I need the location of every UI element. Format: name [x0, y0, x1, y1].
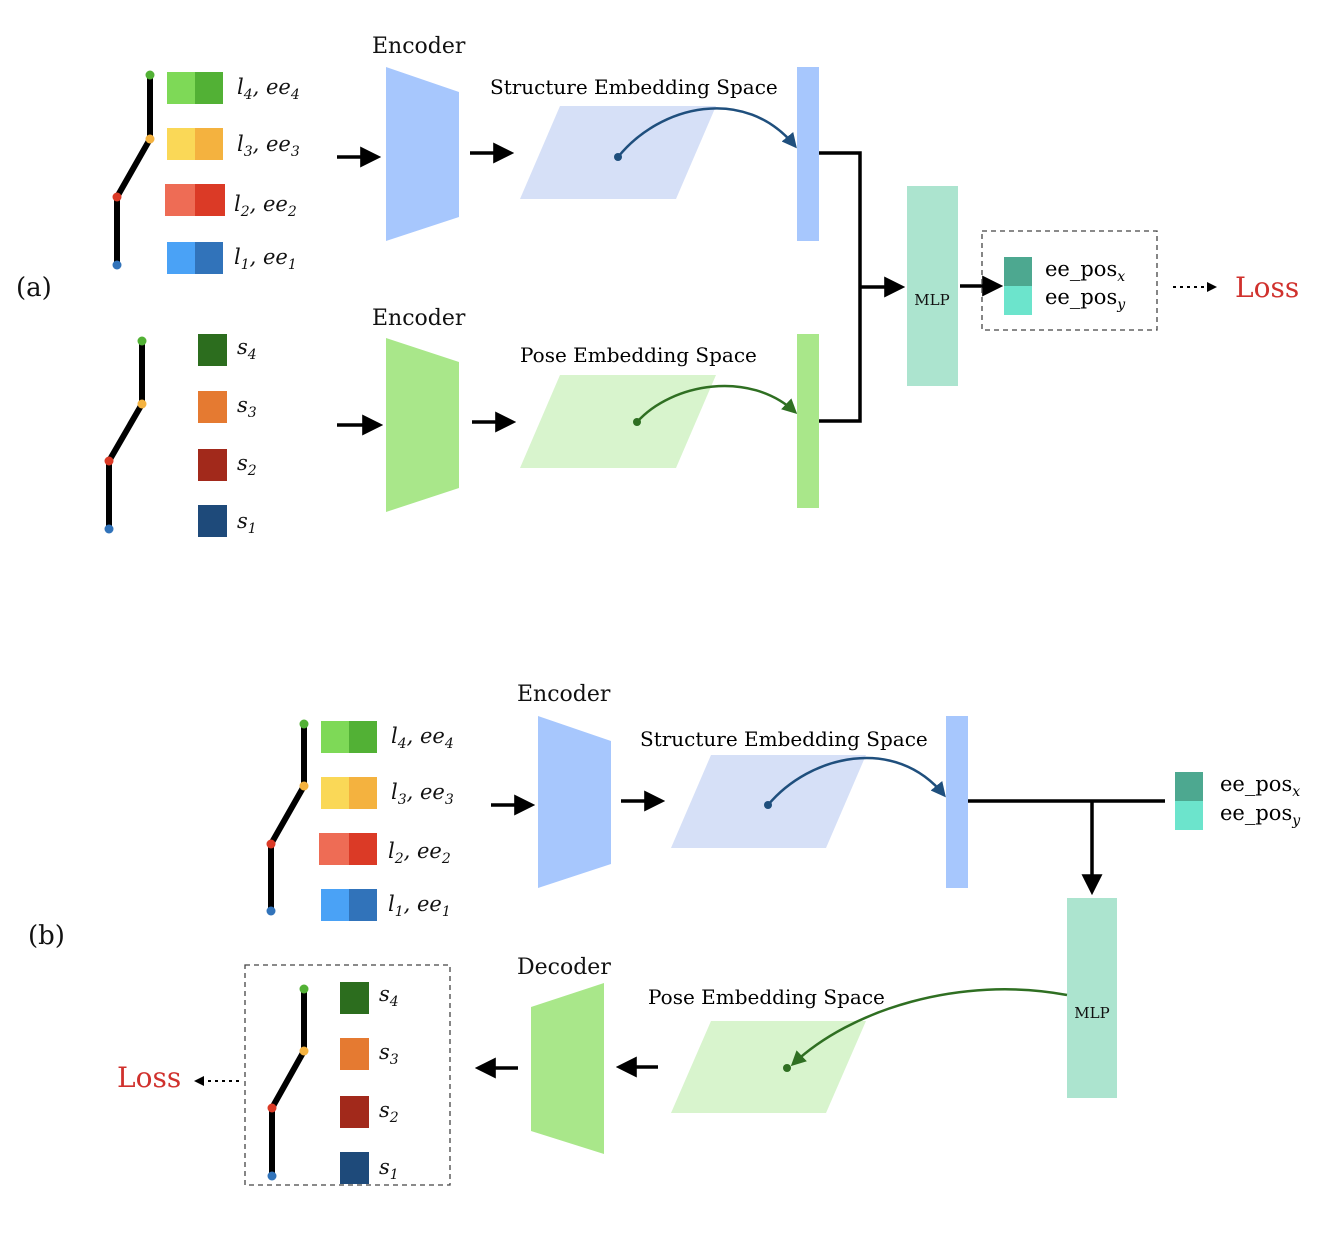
structure-space-label-b: Structure Embedding Space	[640, 727, 928, 751]
link-labels-b: l4, ee4 l3, ee3 l2, ee2 l1, ee1	[388, 724, 454, 920]
pose-embedding-space-a	[520, 375, 716, 468]
structure-embedding-vector-b	[946, 716, 968, 888]
pose-arc-a	[636, 384, 798, 423]
panel-a-tag: (a)	[16, 273, 52, 303]
svg-text:s1: s1	[379, 1155, 399, 1183]
pose-space-label-b: Pose Embedding Space	[648, 985, 885, 1009]
link-label-2: l2, ee2	[234, 192, 297, 220]
svg-text:l1, ee1: l1, ee1	[388, 892, 451, 920]
pose-embedding-space-b	[671, 1021, 866, 1113]
structure-embedding-vector-a	[797, 67, 819, 241]
svg-text:l4, ee4: l4, ee4	[391, 724, 454, 752]
ee-pos-x-label-b: ee_posx	[1220, 772, 1300, 800]
state-labels-a: s4 s3 s2 s1	[237, 335, 257, 537]
state-blocks-b	[340, 982, 369, 1184]
pose-space-label-a: Pose Embedding Space	[520, 343, 757, 367]
ee-pos-x-block-a	[1004, 257, 1032, 286]
encoder-label-a-bottom: Encoder	[372, 306, 466, 331]
pose-embedding-vector-a	[797, 334, 819, 508]
mlp-label-b: MLP	[1074, 1004, 1109, 1022]
concat-bracket-a	[819, 151, 862, 423]
robot-arm-structure-a	[112, 70, 155, 270]
svg-text:s2: s2	[379, 1098, 399, 1126]
mlp-label-a: MLP	[914, 291, 949, 309]
pose-point-b	[783, 1064, 791, 1072]
ee-pos-x-block-b	[1175, 772, 1203, 801]
svg-text:l2, ee2: l2, ee2	[388, 839, 451, 867]
ee-pos-x-label-a: ee_posx	[1045, 257, 1125, 285]
ee-pos-y-label-b: ee_posy	[1220, 801, 1301, 829]
svg-text:s3: s3	[379, 1040, 399, 1068]
loss-label-b: Loss	[117, 1061, 181, 1094]
state-labels-b: s4 s3 s2 s1	[379, 982, 399, 1183]
link-labels-a: l4, ee4 l3, ee3 l2, ee2 l1, ee1	[234, 75, 300, 273]
encoder-label-b: Encoder	[517, 682, 611, 707]
encoder-a-top	[386, 67, 459, 241]
svg-text:s3: s3	[237, 393, 257, 421]
decoder-label-b: Decoder	[517, 955, 611, 980]
ee-pos-y-label-a: ee_posy	[1045, 285, 1126, 313]
robot-arm-structure-b	[266, 719, 309, 916]
structure-space-label-a: Structure Embedding Space	[490, 75, 778, 99]
link-blocks-a	[165, 72, 225, 274]
link-label-1: l1, ee1	[234, 245, 297, 273]
mlp-b	[1067, 898, 1117, 1098]
structure-arc-b	[767, 756, 946, 806]
decoder-b	[531, 983, 604, 1154]
structure-embedding-space-a	[520, 106, 716, 199]
ee-pos-y-block-b	[1175, 801, 1203, 830]
link-label-4: l4, ee4	[237, 75, 300, 103]
state-blocks-a	[198, 334, 227, 537]
svg-text:s4: s4	[379, 982, 399, 1010]
mlp-to-pose-arc-b	[790, 988, 1068, 1067]
reconstruction-box-b	[244, 964, 451, 1186]
robot-arm-pose-b	[267, 984, 309, 1181]
encoder-label-a-top: Encoder	[372, 34, 466, 59]
structure-arc-a	[617, 107, 797, 158]
link-blocks-b	[319, 721, 377, 921]
encoder-b	[538, 716, 611, 888]
loss-label-a: Loss	[1235, 271, 1299, 304]
panel-b-tag: (b)	[28, 921, 65, 951]
encoder-a-bottom	[386, 338, 459, 512]
ee-pos-y-block-a	[1004, 286, 1032, 315]
link-label-3: l3, ee3	[237, 132, 300, 160]
robot-arm-pose-a	[104, 336, 147, 534]
svg-text:s4: s4	[237, 335, 257, 363]
output-box-a	[981, 230, 1158, 331]
svg-text:l3, ee3: l3, ee3	[391, 780, 454, 808]
mlp-a	[907, 186, 958, 386]
svg-text:s2: s2	[237, 451, 257, 479]
svg-text:s1: s1	[237, 509, 257, 537]
